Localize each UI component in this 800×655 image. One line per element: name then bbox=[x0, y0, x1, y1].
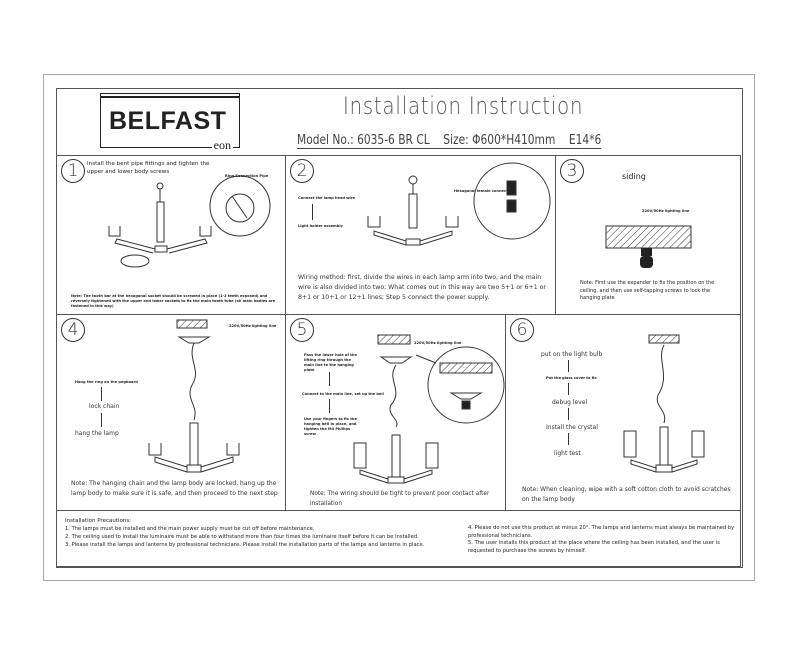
flow-connector bbox=[568, 383, 569, 395]
step-5-panel: 5 220V/50Hz lighting line Pass the lower… bbox=[285, 314, 506, 511]
step-6-panel: 6 put on the light bulb Put the glass co… bbox=[505, 314, 741, 511]
outer-frame bbox=[43, 74, 755, 581]
precaution-item: 5. The user installs this product at the… bbox=[468, 540, 720, 554]
line-label: 220V/50Hz lighting line bbox=[414, 341, 462, 345]
step-number: 1 bbox=[61, 159, 85, 183]
flow-connector bbox=[568, 408, 569, 420]
step-note: Note: When cleaning, wipe with a soft co… bbox=[522, 486, 731, 503]
page-title: Installation Instruction bbox=[343, 92, 584, 120]
precaution-item: 4. Please do not use this product at min… bbox=[468, 525, 735, 539]
precautions-right: 4. Please do not use this product at min… bbox=[468, 525, 738, 555]
precaution-item: 2. The ceiling used to install the lumin… bbox=[65, 534, 419, 540]
flow-step: Put the glass cover to fix bbox=[546, 376, 597, 380]
step-1-panel: 1 Install the bent pipe fittings and tig… bbox=[56, 155, 286, 315]
flow-step: Use your fingers to fix the hanging bell… bbox=[304, 417, 357, 436]
chandelier-arm-diagram bbox=[367, 162, 551, 246]
step-note: Wiring method: first, divide the wires i… bbox=[298, 274, 546, 301]
precaution-item: 3. Please install the lamps and lanterns… bbox=[65, 542, 425, 548]
precautions-title: Installation Precautions: bbox=[65, 518, 132, 524]
flow-connector bbox=[568, 360, 569, 372]
line-label: 220V/50Hz lighting line bbox=[229, 324, 277, 328]
flow-connector bbox=[101, 387, 102, 401]
step-number: 4 bbox=[61, 318, 85, 342]
step-note: Note: The tooth bar at the hexagonal soc… bbox=[71, 294, 276, 308]
step-4-panel: 4 220V/50Hz lighting line Hang the ring … bbox=[56, 314, 286, 511]
chandelier-arm-diagram bbox=[108, 175, 271, 268]
hanging-chandelier-diagram bbox=[148, 319, 240, 473]
flow-step: hang the lamp bbox=[75, 430, 119, 437]
precaution-item: 1. The lamps must be installed and the m… bbox=[65, 526, 315, 532]
brand-logo: BELFAST eon bbox=[100, 93, 240, 153]
step-2-panel: 2 Connect the lamp head wire Light holde… bbox=[285, 155, 556, 315]
flow-label: Connect the lamp head wire bbox=[298, 196, 355, 200]
step-note: Note: First use the expander to fix the … bbox=[580, 280, 715, 301]
sub-brand: eon bbox=[211, 138, 233, 153]
flow-step: debug level bbox=[552, 399, 588, 406]
callout-label: Hexagonal female connection bbox=[454, 189, 515, 193]
step-number: 2 bbox=[290, 159, 314, 183]
brand-name: BELFAST bbox=[109, 107, 227, 135]
bulb-type: E14*6 bbox=[568, 133, 602, 148]
step-number: 3 bbox=[560, 159, 584, 183]
wiring-diagram bbox=[353, 334, 505, 484]
flow-step: put on the light bulb bbox=[541, 351, 603, 358]
step-number: 5 bbox=[290, 318, 314, 342]
step-note: Note: The wiring should be tight to prev… bbox=[310, 491, 490, 507]
ceiling-mount-diagram bbox=[605, 225, 692, 268]
flow-step: Pass the lower hole of the lifting ring … bbox=[304, 353, 357, 372]
model-line: Model No.: 6035-6 BR CL Size: Φ600*H410m… bbox=[297, 133, 602, 149]
flow-step: lock chain bbox=[89, 403, 120, 410]
flow-connector bbox=[312, 204, 313, 220]
line-label: 220V/50Hz lighting line bbox=[642, 209, 690, 213]
flow-label: Light holder assembly bbox=[298, 224, 343, 228]
flow-connector bbox=[329, 372, 330, 386]
flow-step: Connect to the main line, set up the bel… bbox=[302, 392, 384, 396]
flow-connector bbox=[329, 399, 330, 413]
step-note: Note: The hanging chain and the lamp bod… bbox=[71, 480, 278, 497]
model-number: Model No.: 6035-6 BR CL bbox=[297, 133, 430, 148]
flow-step: Hang the ring on the pegboard bbox=[75, 380, 138, 384]
finished-chandelier-diagram bbox=[623, 334, 705, 473]
flow-step: Install the crystal bbox=[546, 424, 598, 431]
size: Size: Φ600*H410mm bbox=[443, 133, 556, 148]
flow-connector bbox=[101, 413, 102, 427]
precautions-left: 1. The lamps must be installed and the m… bbox=[65, 525, 465, 549]
step-title: siding bbox=[622, 172, 646, 181]
flow-connector bbox=[568, 433, 569, 445]
flow-step: light test bbox=[554, 450, 581, 457]
callout-label: Ring Connection Pipe bbox=[225, 174, 269, 178]
step-instruction: Install the bent pipe fittings and tight… bbox=[87, 161, 210, 175]
step-3-panel: 3 siding 220V/50Hz lighting line Note: F… bbox=[555, 155, 741, 315]
precautions-panel: Installation Precautions: 1. The lamps m… bbox=[56, 510, 741, 567]
step-number: 6 bbox=[510, 318, 534, 342]
